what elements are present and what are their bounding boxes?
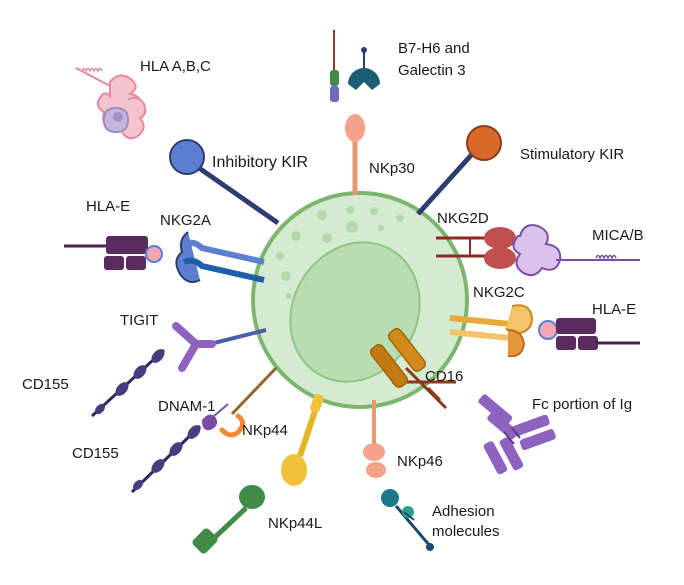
stimulatory-kir-receptor: [416, 125, 502, 216]
label-stimulatory-kir: Stimulatory KIR: [520, 146, 625, 163]
label-nkg2d: NKG2D: [437, 210, 489, 227]
label-hla-e-right: HLA-E: [592, 301, 637, 318]
b7h6-galectin3-ligands: [330, 30, 380, 102]
label-adhesion-line2: molecules: [432, 523, 500, 540]
label-nkg2c: NKG2C: [473, 284, 525, 301]
label-fc-portion: Fc portion of Ig: [532, 396, 633, 413]
label-nkp44l: NKp44L: [268, 515, 323, 532]
label-nkg2a: NKG2A: [160, 212, 211, 229]
cytoplasm-granules: [276, 206, 404, 299]
inhibitory-kir-receptor: [169, 139, 280, 226]
label-nkp44: NKp44: [242, 422, 288, 439]
nkg2d-receptor: [436, 227, 516, 269]
nkg2a-receptor: [175, 231, 265, 283]
label-inhibitory-kir: Inhibitory KIR: [212, 154, 309, 171]
label-cd16: CD16: [425, 368, 464, 385]
dnam1-receptor: [202, 403, 229, 431]
label-cd155-lower: CD155: [72, 445, 119, 462]
mica-b-ligand: [512, 224, 640, 277]
fc-portion-antibody: [478, 394, 556, 475]
label-cd155-upper: CD155: [22, 376, 69, 393]
label-hla-e-left: HLA-E: [86, 198, 131, 215]
cd155-upper-ligand: [90, 348, 166, 418]
hla-e-right-molecule: [538, 318, 640, 350]
tigit-receptor: [172, 322, 267, 372]
hla-abc-molecule: [75, 67, 147, 140]
label-tigit: TIGIT: [120, 312, 159, 329]
nkp44-receptor: [219, 366, 278, 438]
hla-e-left-molecule: [64, 236, 163, 270]
label-b7h6-line2: Galectin 3: [398, 62, 466, 79]
label-adhesion-line1: Adhesion: [432, 503, 495, 520]
nkp44-stalk: [281, 393, 324, 486]
label-b7h6-line1: B7-H6 and: [398, 40, 470, 57]
label-dnam1: DNAM-1: [158, 398, 216, 415]
nkg2c-receptor: [449, 304, 534, 358]
label-nkp46: NKp46: [397, 453, 443, 470]
label-mica-b: MICA/B: [592, 227, 644, 244]
label-nkp30: NKp30: [369, 160, 415, 177]
adhesion-molecules: [381, 489, 434, 551]
nkp30-receptor: [345, 114, 365, 195]
cd16-receptor: [369, 328, 456, 410]
cd155-lower-ligand: [130, 424, 202, 494]
nkp46-receptor: [363, 400, 386, 478]
nkp44l-ligand: [192, 485, 265, 554]
label-hla-abc: HLA A,B,C: [140, 58, 211, 75]
